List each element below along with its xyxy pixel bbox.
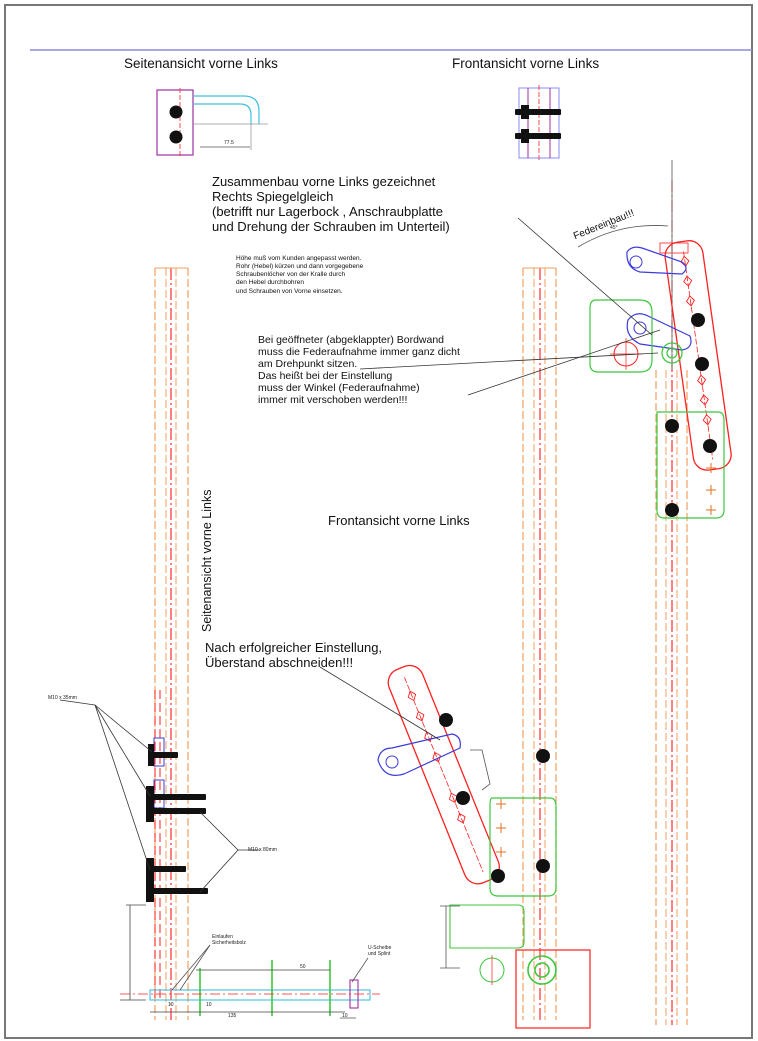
customer-note-line-4: den Hebel durchbohren <box>236 279 304 287</box>
open-wall-note-line-6: immer mit verschoben werden!!! <box>258 394 408 407</box>
customer-note-line-3: Schraubenlöcher von der Kralle durch <box>236 271 346 279</box>
side-view-top <box>156 88 268 158</box>
open-wall-note-line-4: Das heißt bei der Einstellung <box>258 370 393 383</box>
bolt-r3 <box>665 419 679 433</box>
bolt-c4 <box>491 869 505 883</box>
assembly-note-line-2: Rechts Spiegelgleich <box>212 188 334 204</box>
front-view-mid-title: Frontansicht vorne Links <box>328 513 470 528</box>
bolt-top-label: M10 x 35mm <box>48 695 77 701</box>
washer-label: U-Scheibe und Splint <box>368 945 392 957</box>
assembly-note-line-3: (betrifft nur Lagerbock , Anschraubplatt… <box>212 203 444 219</box>
assembly-left <box>59 690 380 1019</box>
open-wall-note-line-1: Bei geöffneter (abgeklappter) Bordwand <box>258 334 445 346</box>
cutout-label: Einlaufen Sicherheitsbolz <box>212 934 246 946</box>
dim-a: 10 <box>168 1002 174 1008</box>
assembly-note: Zusammenbau vorne Links gezeichnet Recht… <box>212 174 450 235</box>
front-view-top-title: Frontansicht vorne Links <box>452 56 600 71</box>
tube-left <box>154 267 189 1020</box>
leaders <box>319 217 661 741</box>
bolt-mid-label: M10 x 80mm <box>248 847 277 853</box>
dim-e: 10 <box>342 1013 348 1019</box>
bolt-top-side-1 <box>169 105 183 119</box>
side-view-vertical-title: Seitenansicht vorne Links <box>200 489 214 632</box>
dim-c: 50 <box>300 964 306 970</box>
open-wall-note-line-3: am Drehpunkt sitzen. <box>258 358 358 371</box>
tube-right <box>655 160 688 1025</box>
bolt-c5 <box>536 859 550 873</box>
front-view-top <box>515 85 561 160</box>
page-border <box>4 4 753 1039</box>
bolt-top-side-2 <box>169 130 183 144</box>
angle-label: 45° <box>610 225 618 231</box>
open-wall-note-line-2: muss die Federaufnahme immer ganz dicht <box>258 346 460 359</box>
assembly-note-line-1: Zusammenbau vorne Links gezeichnet <box>212 174 436 189</box>
customer-note-line-2: Rohr (Hebel) kürzen und dann vorgegebene <box>236 263 364 271</box>
dim-top-side: 77.5 <box>224 140 234 146</box>
cut-note-line-2: Überstand abschneiden!!! <box>205 654 354 670</box>
cut-note-line-1: Nach erfolgreicher Einstellung, <box>205 640 383 655</box>
bolt-r2 <box>695 357 709 371</box>
dim-b: 135 <box>228 1013 237 1019</box>
customer-note: Höhe muß vom Kunden angepasst werden. Ro… <box>236 255 363 296</box>
bolt-r4 <box>703 439 717 453</box>
customer-note-line-1: Höhe muß vom Kunden angepasst werden. <box>236 255 362 262</box>
bolt-c1 <box>439 713 453 727</box>
bolt-r1 <box>691 313 705 327</box>
assembly-note-line-4: und Drehung der Schrauben im Unterteil) <box>212 218 450 234</box>
cut-note: Nach erfolgreicher Einstellung, Überstan… <box>205 640 383 671</box>
customer-note-line-5: und Schrauben von Vorne einsetzen. <box>236 287 343 295</box>
tube-middle <box>522 267 557 1020</box>
assembly-center <box>377 664 591 1029</box>
open-wall-note-line-5: muss der Winkel (Federaufnahme) <box>258 382 420 395</box>
side-view-top-title: Seitenansicht vorne Links <box>124 56 278 71</box>
bolt-r5 <box>665 503 679 517</box>
bolt-c3 <box>536 749 550 763</box>
dim-d: 10 <box>206 1002 212 1008</box>
open-wall-note: Bei geöffneter (abgeklappter) Bordwand m… <box>258 334 460 406</box>
bolt-c2 <box>456 791 470 805</box>
assembly-right <box>577 225 732 519</box>
